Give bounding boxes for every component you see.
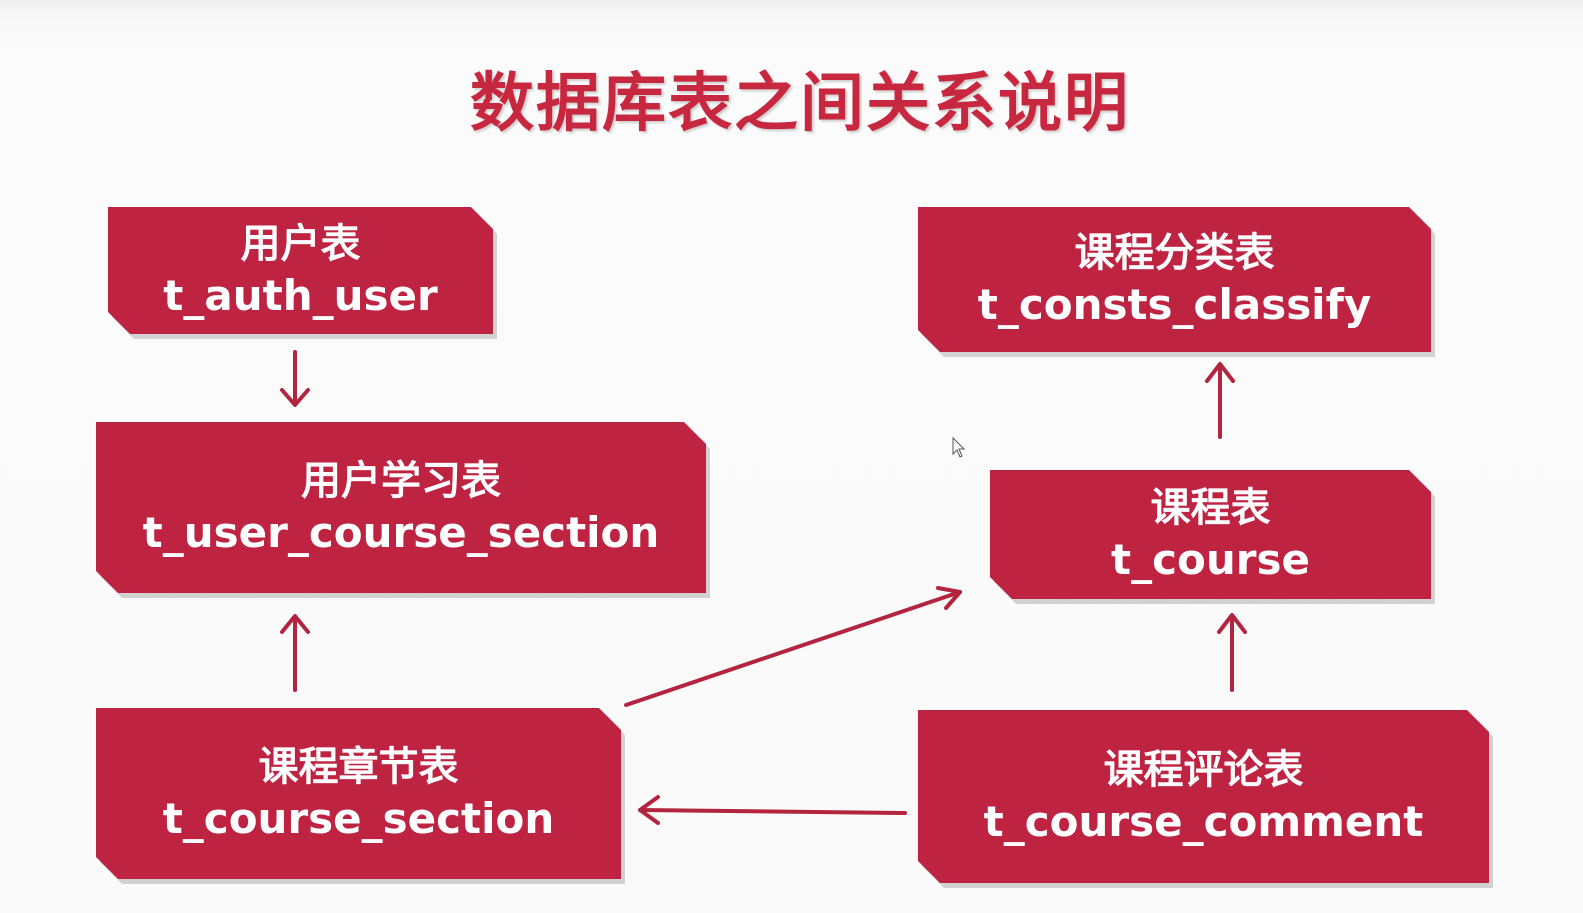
arrow-course-comment-to-course	[1217, 613, 1247, 692]
table-node-course-section: 课程章节表 t_course_section	[96, 708, 621, 879]
table-node-cn-name: 课程评论表	[1103, 746, 1304, 793]
arrow-auth-user-to-user-course-section	[280, 350, 310, 407]
arrow-course-section-to-course	[624, 586, 962, 707]
table-node-cn-name: 用户学习表	[301, 457, 501, 504]
table-node-en-name: t_user_course_section	[142, 507, 660, 557]
page-title: 数据库表之间关系说明	[470, 67, 1130, 141]
table-node-consts-classify: 课程分类表 t_consts_classify	[918, 207, 1431, 352]
table-node-en-name: t_course_section	[162, 793, 555, 843]
table-node-cn-name: 课程分类表	[1074, 229, 1275, 276]
table-node-course-comment: 课程评论表 t_course_comment	[918, 710, 1489, 883]
table-node-cn-name: 课程表	[1150, 484, 1271, 531]
arrow-course-section-to-user-course-section	[280, 614, 310, 692]
table-node-user-course-section: 用户学习表 t_user_course_section	[96, 422, 706, 593]
table-node-cn-name: 用户表	[240, 220, 361, 267]
table-node-en-name: t_course	[1111, 534, 1310, 584]
arrow-course-comment-to-course-section	[638, 795, 907, 825]
arrow-course-to-consts-classify	[1205, 362, 1235, 439]
cursor-icon	[952, 436, 966, 458]
table-node-en-name: t_consts_classify	[977, 279, 1372, 329]
table-node-en-name: t_auth_user	[163, 270, 438, 320]
table-node-course: 课程表 t_course	[990, 470, 1431, 599]
table-node-en-name: t_course_comment	[983, 796, 1424, 846]
table-node-cn-name: 课程章节表	[258, 743, 459, 790]
table-node-auth-user: 用户表 t_auth_user	[108, 207, 493, 334]
